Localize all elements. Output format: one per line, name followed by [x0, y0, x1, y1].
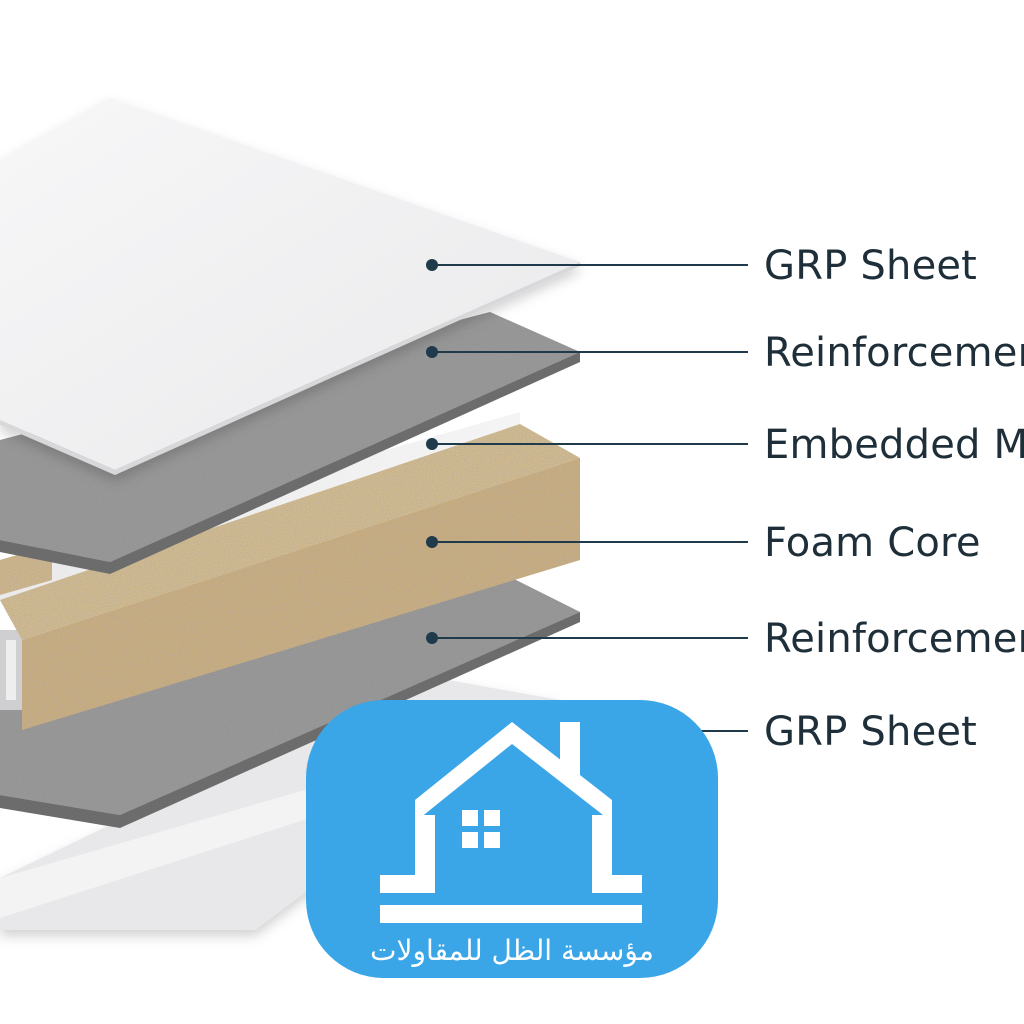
leader-grp-sheet-top [426, 259, 748, 271]
label-grp-sheet-top: GRP Sheet [764, 243, 978, 289]
leader-embedded-m [426, 438, 748, 450]
label-foam-core: Foam Core [764, 520, 981, 566]
leader-reinforcement-bottom [426, 632, 748, 644]
reinforcement-bottom [0, 566, 580, 828]
leader-foam-core [426, 536, 748, 548]
logo-text: مؤسسة الظل للمقاولات [370, 934, 654, 967]
grp-sheet-top [0, 98, 580, 475]
label-embedded-m: Embedded M [764, 422, 1024, 468]
label-reinforcement-bottom: Reinforcement [764, 616, 1024, 662]
reinforcement-top [0, 312, 580, 574]
label-grp-sheet-bottom: GRP Sheet [764, 709, 978, 755]
house-icon [380, 722, 642, 923]
leader-lines [426, 259, 748, 732]
label-reinforcement-top: Reinforcement [764, 330, 1024, 376]
leader-reinforcement-top [426, 346, 748, 358]
company-logo: مؤسسة الظل للمقاولات [306, 700, 718, 978]
foam-core [0, 412, 580, 730]
